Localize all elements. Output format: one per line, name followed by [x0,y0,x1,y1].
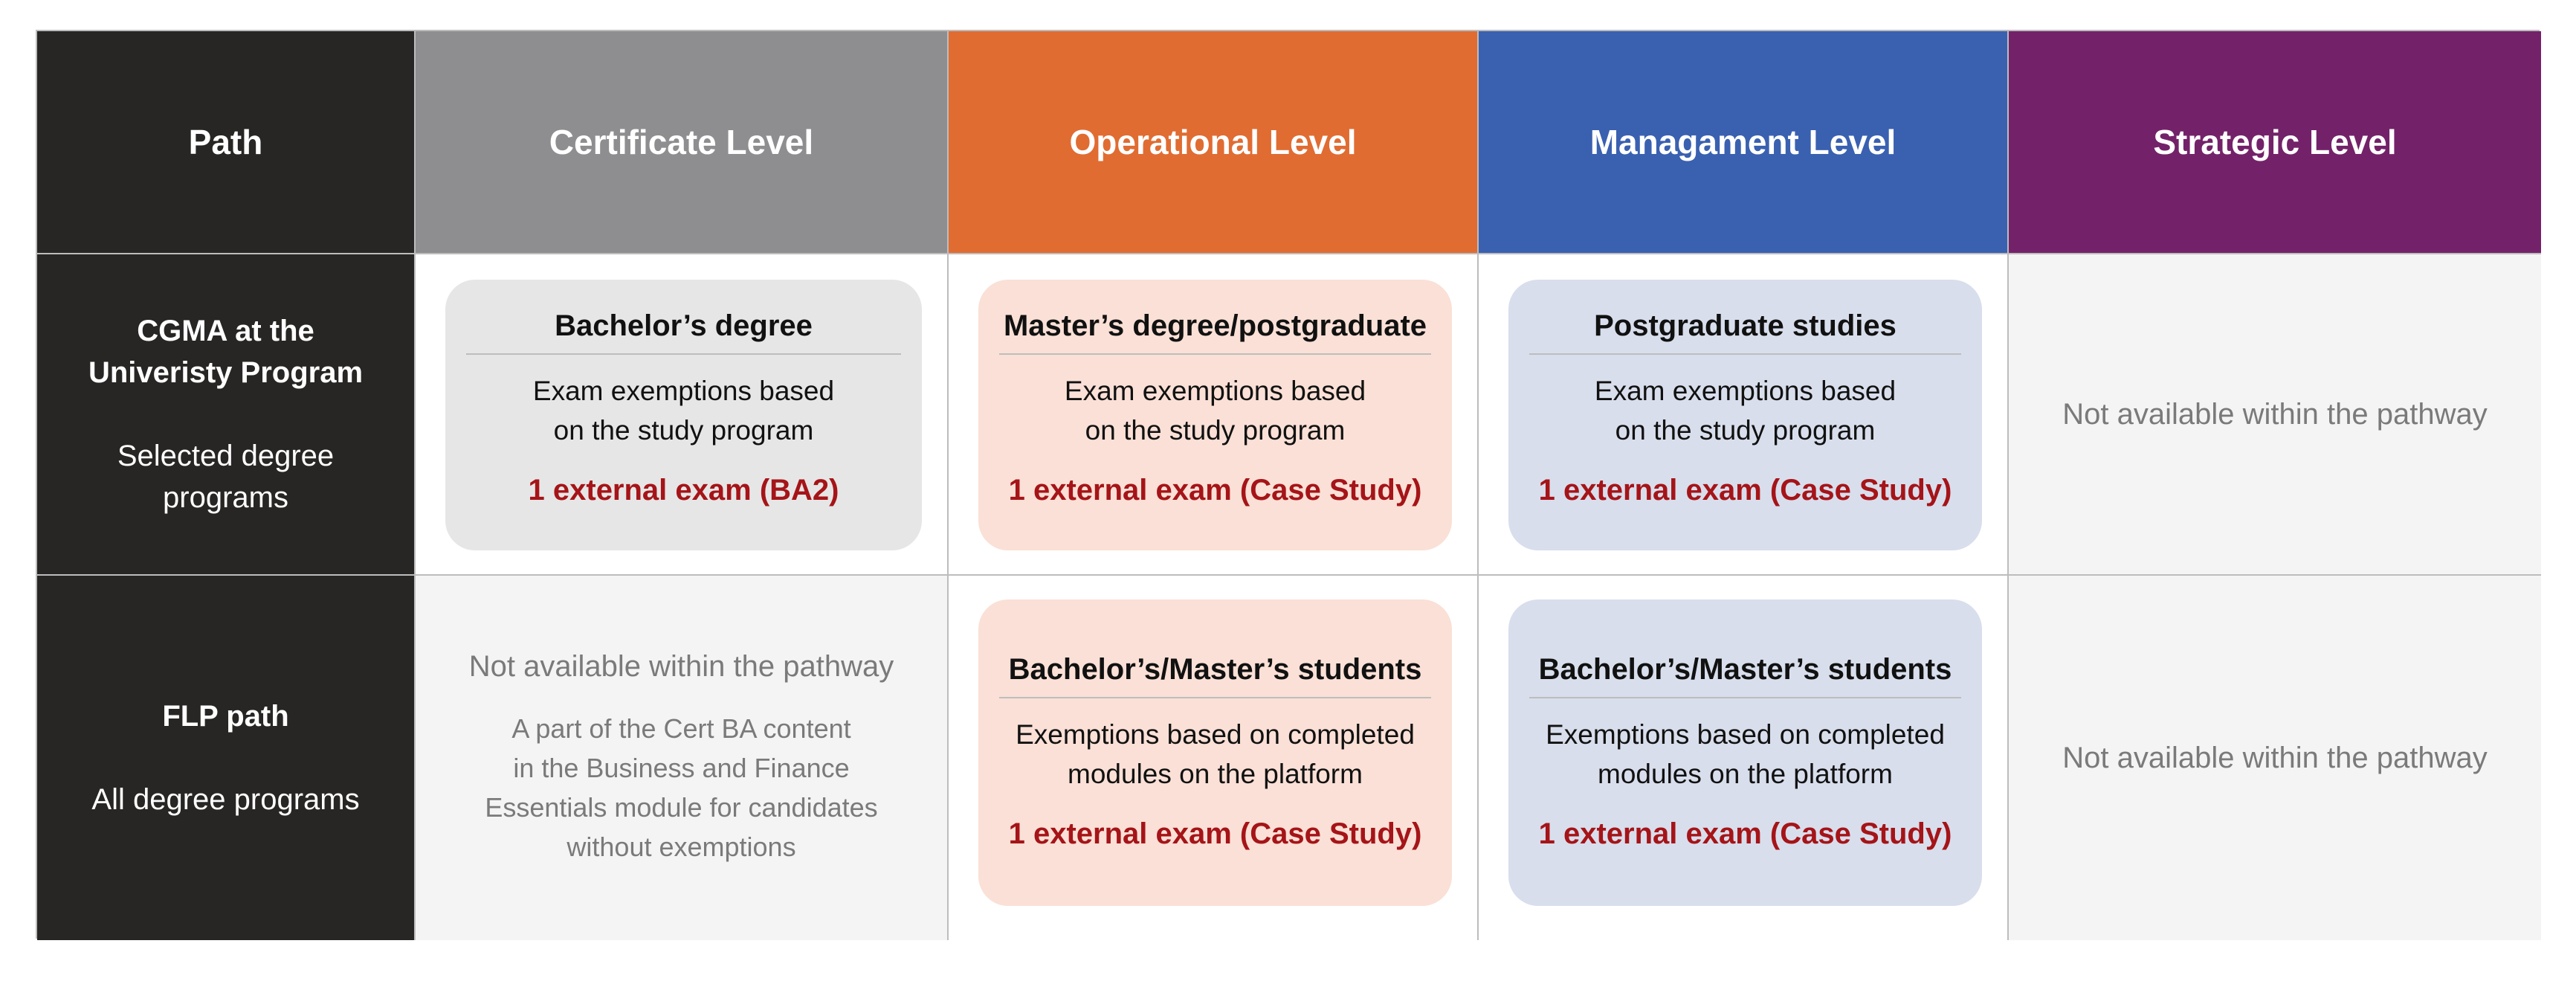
card-exam: 1 external exam (Case Study) [1008,817,1422,850]
header-operational-level: Operational Level [949,31,1479,254]
card-title: Bachelor’s/Master’s students [999,653,1431,698]
card-title: Master’s degree/postgraduate [999,309,1431,355]
certificate-note: A part of the Cert BA content in the Bus… [485,709,877,867]
cell-flp-strategic: Not available within the pathway [2009,576,2541,940]
header-certificate-level: Certificate Level [416,31,949,254]
header-strategic-level: Strategic Level [2009,31,2541,254]
header-path-label: Path [188,123,263,161]
header-management-level: Managament Level [1479,31,2009,254]
pathway-card: Master’s degree/postgraduate Exam exempt… [978,280,1452,550]
card-exam: 1 external exam (Case Study) [1538,817,1952,850]
header-operational-label: Operational Level [1069,123,1357,161]
pathway-card: Bachelor’s/Master’s students Exemptions … [1508,599,1982,906]
card-description: Exemptions based on completed modules on… [1546,719,1945,789]
row-title-line: Univeristy Program [88,356,364,389]
not-available-text: Not available within the pathway [2062,397,2488,431]
row-title-line: CGMA at the [137,315,314,347]
cell-cgma-strategic: Not available within the pathway [2009,254,2541,576]
row-title-line: FLP path [162,700,289,733]
row-subtitle-line: programs [163,481,288,514]
cell-flp-operational: Bachelor’s/Master’s students Exemptions … [949,576,1479,940]
card-exam: 1 external exam (Case Study) [1008,474,1422,507]
not-available-text: Not available within the pathway [468,649,894,683]
cell-flp-management: Bachelor’s/Master’s students Exemptions … [1479,576,2009,940]
note-line: Essentials module for candidates [485,791,878,823]
card-description: Exemptions based on completed modules on… [1016,719,1415,789]
header-management-label: Managament Level [1589,123,1897,161]
pathway-card: Bachelor’s/Master’s students Exemptions … [978,599,1452,906]
note-line: without exemptions [566,831,796,862]
cell-cgma-management: Postgraduate studies Exam exemptions bas… [1479,254,2009,576]
row-subtitle-line: All degree programs [91,783,360,816]
card-description: Exam exemptions based on the study progr… [1594,376,1897,446]
cell-cgma-operational: Master’s degree/postgraduate Exam exempt… [949,254,1479,576]
card-exam: 1 external exam (Case Study) [1538,474,1952,507]
card-title: Bachelor’s/Master’s students [1529,653,1961,698]
not-available-text: Not available within the pathway [2062,741,2488,774]
card-description: Exam exemptions based on the study progr… [532,376,835,446]
row-header-cgma: CGMA at the Univeristy Program Selected … [37,254,416,576]
header-path: Path [37,31,416,254]
cell-cgma-certificate: Bachelor’s degree Exam exemptions based … [416,254,949,576]
card-exam: 1 external exam (BA2) [528,474,839,507]
note-line: A part of the Cert BA content [511,713,851,744]
note-line: in the Business and Finance [513,752,850,783]
row-subtitle-line: Selected degree [117,440,335,472]
pathway-card: Bachelor’s degree Exam exemptions based … [445,280,922,550]
header-strategic-label: Strategic Level [2153,123,2397,161]
pathway-card: Postgraduate studies Exam exemptions bas… [1508,280,1982,550]
pathway-table: Path Certificate Level Operational Level… [36,30,2541,940]
card-title: Bachelor’s degree [466,309,901,355]
row-header-flp: FLP path All degree programs [37,576,416,940]
card-title: Postgraduate studies [1529,309,1961,355]
header-certificate-label: Certificate Level [549,123,814,161]
card-description: Exam exemptions based on the study progr… [1064,376,1366,446]
cell-flp-certificate: Not available within the pathway A part … [416,576,949,940]
